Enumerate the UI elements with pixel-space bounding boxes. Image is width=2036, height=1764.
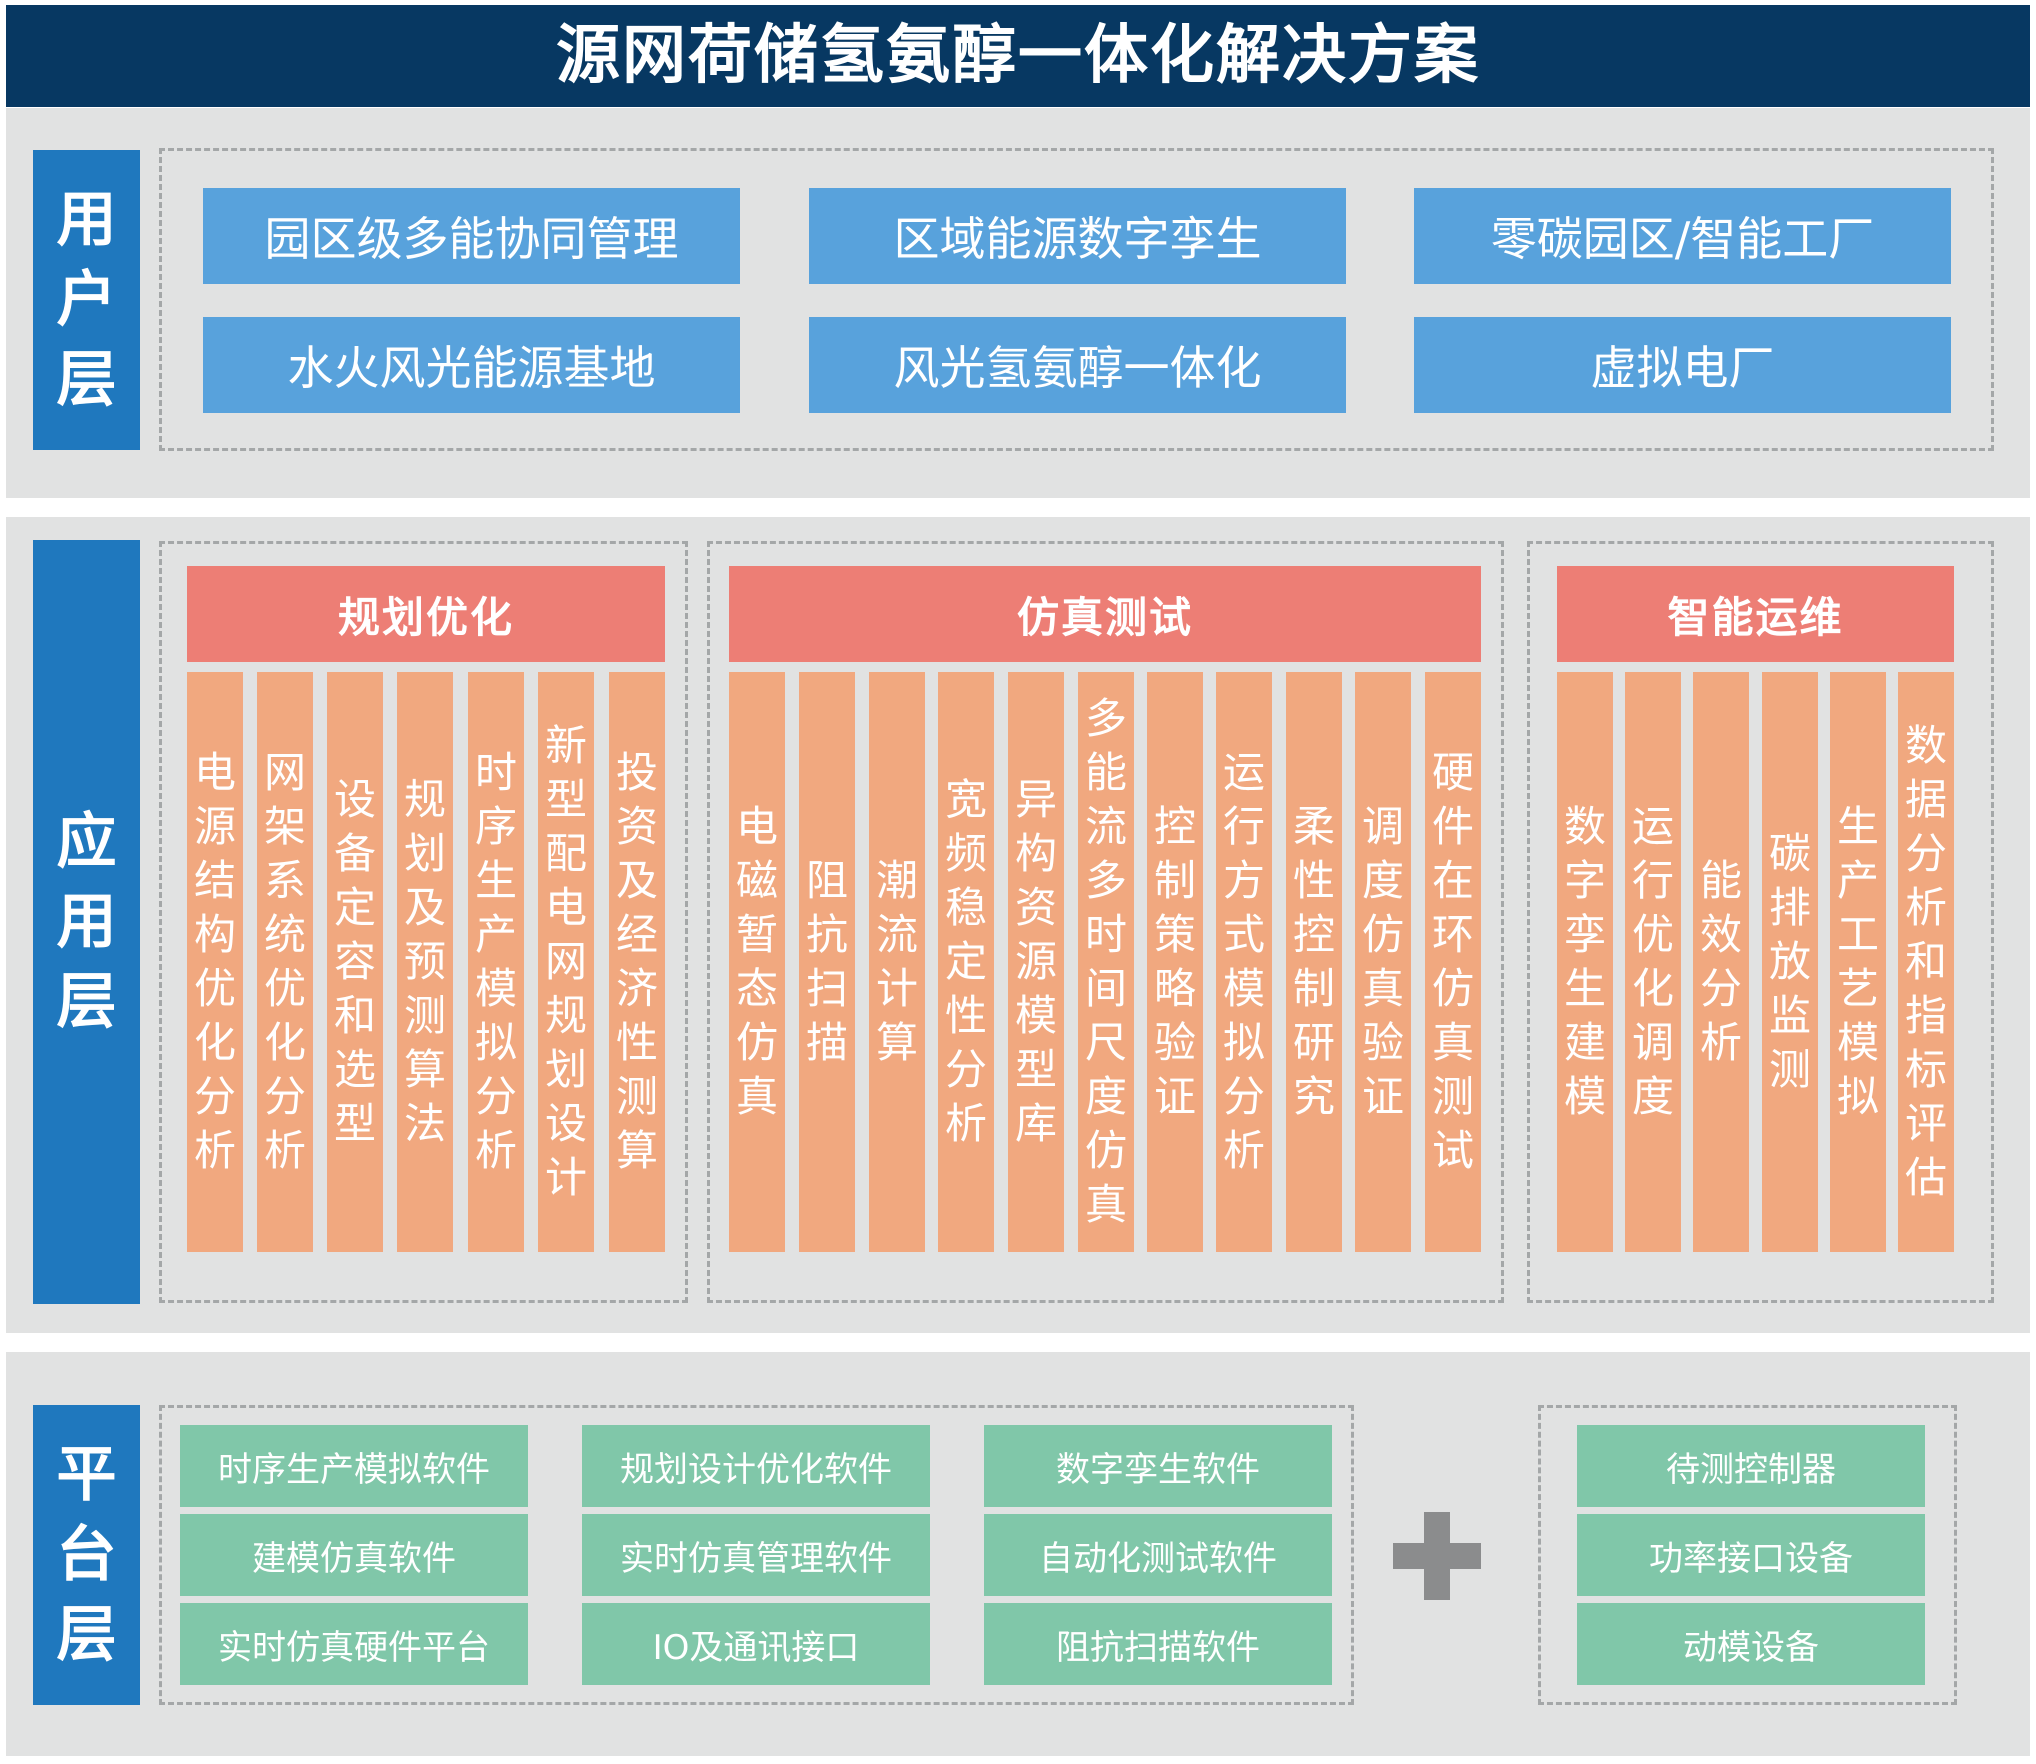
software-item: 数字孪生软件 bbox=[984, 1425, 1332, 1507]
app-item-planning: 投资及经济性测算 bbox=[609, 672, 665, 1252]
platform-layer-label-text: 平台层 bbox=[56, 1440, 117, 1670]
app-item-simulation: 柔性控制研究 bbox=[1286, 672, 1342, 1252]
application-layer-label: 应用层 bbox=[33, 540, 140, 1304]
app-item-simulation: 阻抗扫描 bbox=[799, 672, 855, 1252]
user-layer-label: 用户层 bbox=[33, 150, 140, 450]
planning-group-frame bbox=[159, 541, 688, 1303]
simulation-group-frame bbox=[707, 541, 1504, 1303]
hardware-item: 待测控制器 bbox=[1577, 1425, 1925, 1507]
app-item-operations: 数字孪生建模 bbox=[1557, 672, 1613, 1252]
app-item-simulation: 电磁暂态仿真 bbox=[729, 672, 785, 1252]
software-item: 阻抗扫描软件 bbox=[984, 1603, 1332, 1685]
category-planning: 规划优化 bbox=[187, 566, 665, 662]
app-item-planning: 新型配电网规划设计 bbox=[538, 672, 594, 1252]
user-item: 区域能源数字孪生 bbox=[809, 188, 1346, 284]
app-item-operations: 能效分析 bbox=[1693, 672, 1749, 1252]
user-item: 风光氢氨醇一体化 bbox=[809, 317, 1346, 413]
hardware-item: 功率接口设备 bbox=[1577, 1514, 1925, 1596]
app-item-simulation: 异构资源模型库 bbox=[1008, 672, 1064, 1252]
app-item-simulation: 控制策略验证 bbox=[1147, 672, 1203, 1252]
plus-icon-vertical bbox=[1424, 1512, 1450, 1600]
app-item-simulation: 宽频稳定性分析 bbox=[938, 672, 994, 1252]
app-item-simulation: 运行方式模拟分析 bbox=[1216, 672, 1272, 1252]
hardware-item: 动模设备 bbox=[1577, 1603, 1925, 1685]
app-item-simulation: 调度仿真验证 bbox=[1355, 672, 1411, 1252]
app-item-operations: 碳排放监测 bbox=[1762, 672, 1818, 1252]
app-item-planning: 设备定容和选型 bbox=[327, 672, 383, 1252]
software-item: IO及通讯接口 bbox=[582, 1603, 930, 1685]
app-item-simulation: 多能流多时间尺度仿真 bbox=[1078, 672, 1134, 1252]
app-item-simulation: 潮流计算 bbox=[869, 672, 925, 1252]
operations-group-frame bbox=[1527, 541, 1994, 1303]
software-item: 自动化测试软件 bbox=[984, 1514, 1332, 1596]
app-item-planning: 时序生产模拟分析 bbox=[468, 672, 524, 1252]
app-item-planning: 网架系统优化分析 bbox=[257, 672, 313, 1252]
category-operations: 智能运维 bbox=[1557, 566, 1954, 662]
software-item: 实时仿真管理软件 bbox=[582, 1514, 930, 1596]
app-item-operations: 运行优化调度 bbox=[1625, 672, 1681, 1252]
app-item-operations: 数据分析和指标评估 bbox=[1898, 672, 1954, 1252]
app-item-operations: 生产工艺模拟 bbox=[1830, 672, 1886, 1252]
software-frame bbox=[159, 1405, 1354, 1705]
user-layer-frame bbox=[159, 148, 1994, 451]
user-layer-label-text: 用户层 bbox=[56, 185, 117, 415]
software-item: 建模仿真软件 bbox=[180, 1514, 528, 1596]
user-item: 零碳园区/智能工厂 bbox=[1414, 188, 1951, 284]
plus-icon bbox=[1393, 1512, 1481, 1600]
user-item: 虚拟电厂 bbox=[1414, 317, 1951, 413]
app-item-simulation: 硬件在环仿真测试 bbox=[1425, 672, 1481, 1252]
software-item: 实时仿真硬件平台 bbox=[180, 1603, 528, 1685]
software-item: 规划设计优化软件 bbox=[582, 1425, 930, 1507]
page-title: 源网荷储氢氨醇一体化解决方案 bbox=[6, 5, 2030, 107]
app-item-planning: 电源结构优化分析 bbox=[187, 672, 243, 1252]
user-item: 园区级多能协同管理 bbox=[203, 188, 740, 284]
user-item: 水火风光能源基地 bbox=[203, 317, 740, 413]
application-layer-label-text: 应用层 bbox=[56, 807, 117, 1037]
user-layer-band bbox=[6, 108, 2030, 498]
app-item-planning: 规划及预测算法 bbox=[397, 672, 453, 1252]
platform-layer-label: 平台层 bbox=[33, 1405, 140, 1705]
hardware-frame bbox=[1538, 1405, 1957, 1705]
category-simulation: 仿真测试 bbox=[729, 566, 1481, 662]
software-item: 时序生产模拟软件 bbox=[180, 1425, 528, 1507]
